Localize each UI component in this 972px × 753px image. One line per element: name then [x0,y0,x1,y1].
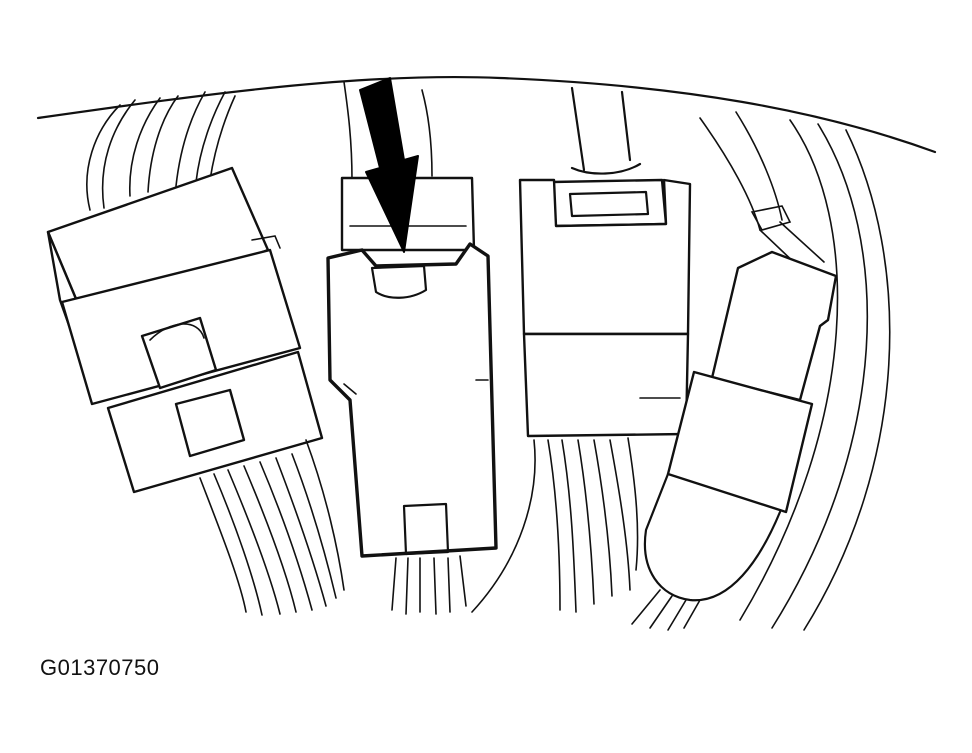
right-connector [631,111,838,631]
center-connector-body [326,242,498,558]
right-center-connector-lower-body [522,332,690,438]
center-connector-wires-bottom [391,555,467,615]
far-right-wires [739,119,891,631]
right-connector-upper-body [710,250,838,402]
panel-edge [36,75,937,154]
right-center-connector [471,86,692,613]
right-connector-lower-body [666,370,814,514]
right-center-connector-latch [550,178,668,228]
right-center-connector-wires-bottom [471,437,639,613]
left-connector [46,91,345,616]
center-connector-release-tab [370,264,428,299]
center-connector-slot [402,502,450,556]
right-connector-wires-bottom [631,589,701,631]
left-connector-wires-bottom [199,439,345,616]
figure-code: G01370750 [40,655,160,680]
left-connector-wires-top [86,91,236,211]
pointer-arrow [359,77,419,253]
